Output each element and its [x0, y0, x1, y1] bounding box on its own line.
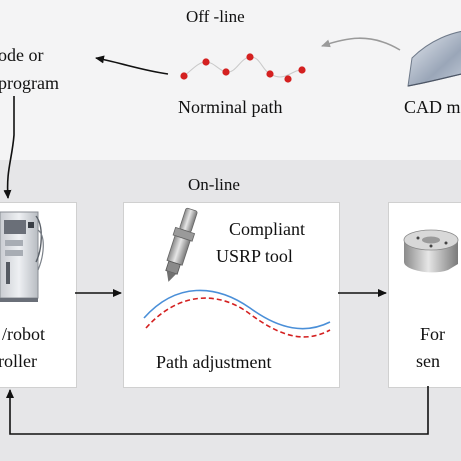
sensor-label-line1: For	[420, 324, 446, 344]
usrp-tool-icon	[165, 207, 198, 282]
controller-label-line2: roller	[0, 351, 37, 371]
force-sensor-icon	[403, 229, 459, 273]
nominal-path-label: Norminal path	[178, 97, 283, 117]
online-title: On-line	[188, 175, 240, 194]
offline-title: Off -line	[186, 7, 245, 26]
feedback-loop-arrow	[5, 386, 429, 435]
cad-model-icon	[407, 30, 461, 87]
robot-controller-icon	[0, 211, 44, 302]
cad-model-label: CAD m	[404, 97, 461, 117]
cad-to-path-arrow	[321, 37, 401, 51]
tool-label-line2: USRP tool	[216, 246, 293, 266]
path-adjustment-curves	[143, 289, 331, 338]
path-adjustment-label: Path adjustment	[156, 352, 272, 372]
offline-region	[0, 0, 461, 160]
gcode-label-line1: ode or	[0, 45, 44, 65]
path-to-gcode-arrow	[95, 55, 169, 75]
gcode-to-controller-arrow	[3, 96, 15, 199]
controller-label-line1: /robot	[2, 324, 45, 344]
tool-label-line1: Compliant	[229, 219, 305, 239]
usrp-tool-box	[123, 202, 340, 388]
gcode-label-line2: program	[0, 73, 59, 93]
sensor-label-line2: sen	[416, 351, 440, 371]
nominal-path-curve	[180, 53, 306, 83]
